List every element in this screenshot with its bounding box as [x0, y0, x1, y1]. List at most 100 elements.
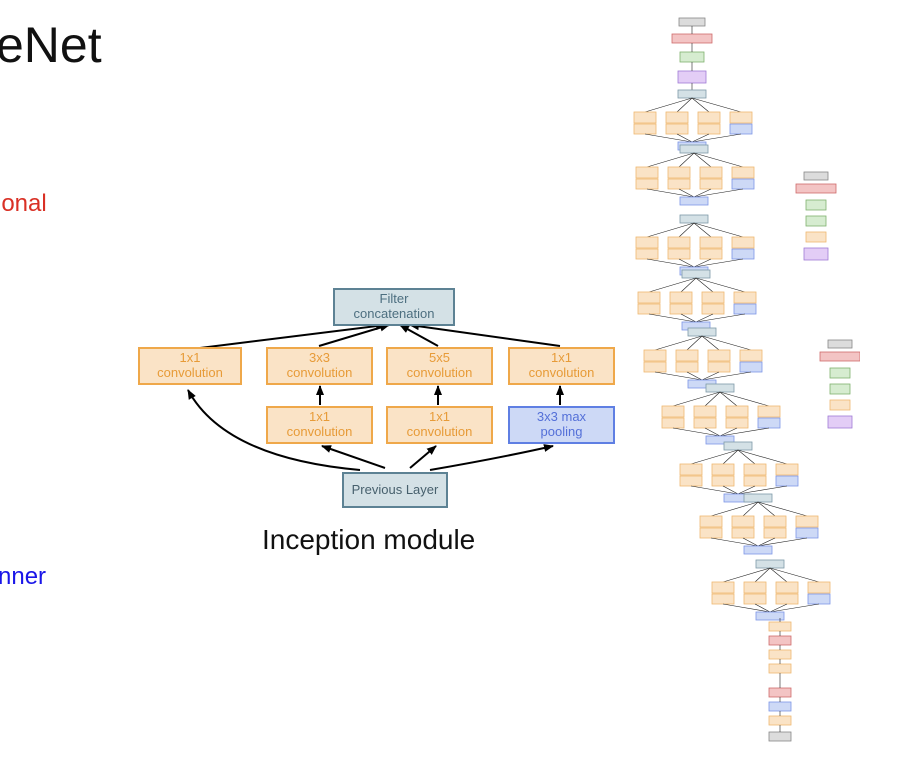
arrow-prev-to-reduce3	[321, 445, 386, 469]
net-conv-a	[699, 166, 723, 179]
arrow-prev-to-pool	[429, 444, 554, 471]
net-link	[719, 391, 738, 407]
net-conv-a	[711, 463, 735, 476]
net-link	[769, 603, 788, 613]
net-conv-b	[633, 123, 657, 135]
net-link	[648, 313, 697, 323]
branch2-reduce1x1-box: 1x1 convolution	[266, 406, 373, 444]
net-softmax-activation-top	[671, 33, 713, 44]
net-stem-layer	[768, 701, 792, 712]
net-conv-b	[743, 475, 767, 487]
net-stem-layer	[768, 731, 792, 742]
net-link	[693, 188, 712, 198]
net-conv-b	[699, 248, 723, 260]
net-conv-a	[763, 515, 787, 528]
net-conv-a	[731, 166, 755, 179]
net-conv-a	[635, 166, 659, 179]
net-conv-a	[693, 405, 717, 418]
net-link	[691, 133, 710, 143]
net-link	[719, 427, 770, 437]
net-conv-b	[711, 475, 735, 487]
arrow-branch4-to-concat	[409, 322, 561, 347]
net-link	[722, 485, 739, 495]
net-softmax-aux1	[803, 171, 829, 181]
net-link	[672, 391, 721, 407]
net-conv-b	[667, 248, 691, 260]
net-link	[722, 603, 771, 613]
net-link	[690, 449, 739, 465]
net-conv-b	[667, 178, 691, 190]
net-link	[701, 371, 752, 381]
net-depthconcat	[723, 441, 753, 451]
net-stem-layer	[768, 687, 792, 698]
net-stem-layer	[768, 715, 792, 726]
net-link	[719, 391, 770, 407]
branch3-reduce1x1-box: 1x1 convolution	[386, 406, 493, 444]
net-stem-layer	[768, 649, 792, 660]
net-depthconcat	[687, 327, 717, 337]
net-link	[722, 449, 739, 465]
net-conv-a	[661, 405, 685, 418]
net-link	[646, 188, 695, 198]
googlenet-architecture-thumbnail	[633, 17, 860, 742]
net-conv-a	[731, 236, 755, 249]
net-conv-a	[699, 515, 723, 528]
net-conv-aux1	[805, 231, 827, 243]
net-conv-b	[679, 475, 703, 487]
net-link	[754, 567, 771, 583]
net-link	[757, 501, 808, 517]
net-conv-a	[757, 405, 781, 418]
net-link	[680, 313, 697, 323]
net-link	[754, 603, 771, 613]
net-conv-a	[739, 349, 763, 362]
net-softmax-activation-aux1	[795, 183, 837, 194]
net-conv-a	[667, 236, 691, 249]
net-conv-b	[661, 417, 685, 429]
net-conv-a	[699, 236, 723, 249]
net-link	[654, 371, 703, 381]
net-link	[644, 133, 693, 143]
net-link	[678, 222, 695, 238]
net-conv-b	[635, 248, 659, 260]
net-conv-a	[701, 291, 725, 304]
net-link	[742, 501, 759, 517]
net-link	[693, 152, 712, 168]
net-link	[701, 335, 752, 351]
net-link	[693, 258, 712, 268]
net-softmax-aux2	[827, 339, 853, 349]
net-link	[646, 222, 695, 238]
slide-title: eNet	[0, 17, 102, 73]
net-conv-b	[775, 475, 799, 487]
net-conv-b	[711, 593, 735, 605]
net-link	[737, 485, 788, 495]
net-stem-layer	[768, 663, 792, 674]
net-depthconcat	[681, 269, 711, 279]
net-link	[646, 152, 695, 168]
net-softmax-top	[678, 17, 706, 27]
net-maxpool	[679, 196, 709, 206]
net-maxpool	[743, 545, 773, 555]
net-conv-a	[775, 581, 799, 594]
net-conv-a	[733, 291, 757, 304]
net-link	[704, 391, 721, 407]
net-link	[678, 152, 695, 168]
net-depthconcat	[679, 144, 709, 154]
net-link	[737, 485, 756, 495]
arrow-branch1-to-concat	[199, 322, 386, 349]
net-conv-a	[743, 581, 767, 594]
net-avgpool-top	[677, 70, 707, 84]
net-conv-b	[701, 303, 725, 315]
branch1-conv1x1-box: 1x1 convolution	[138, 347, 242, 385]
net-conv-aux2	[829, 399, 851, 411]
net-conv-b	[643, 361, 667, 373]
net-conv-a	[743, 463, 767, 476]
net-conv-b	[729, 123, 753, 135]
net-avgpool-aux1	[803, 247, 829, 261]
net-link	[676, 133, 693, 143]
net-conv-b	[637, 303, 661, 315]
net-conv-b	[635, 178, 659, 190]
net-link	[737, 449, 788, 465]
net-conv-b	[725, 417, 749, 429]
red-text-fragment: ional	[0, 190, 47, 217]
net-link	[646, 258, 695, 268]
